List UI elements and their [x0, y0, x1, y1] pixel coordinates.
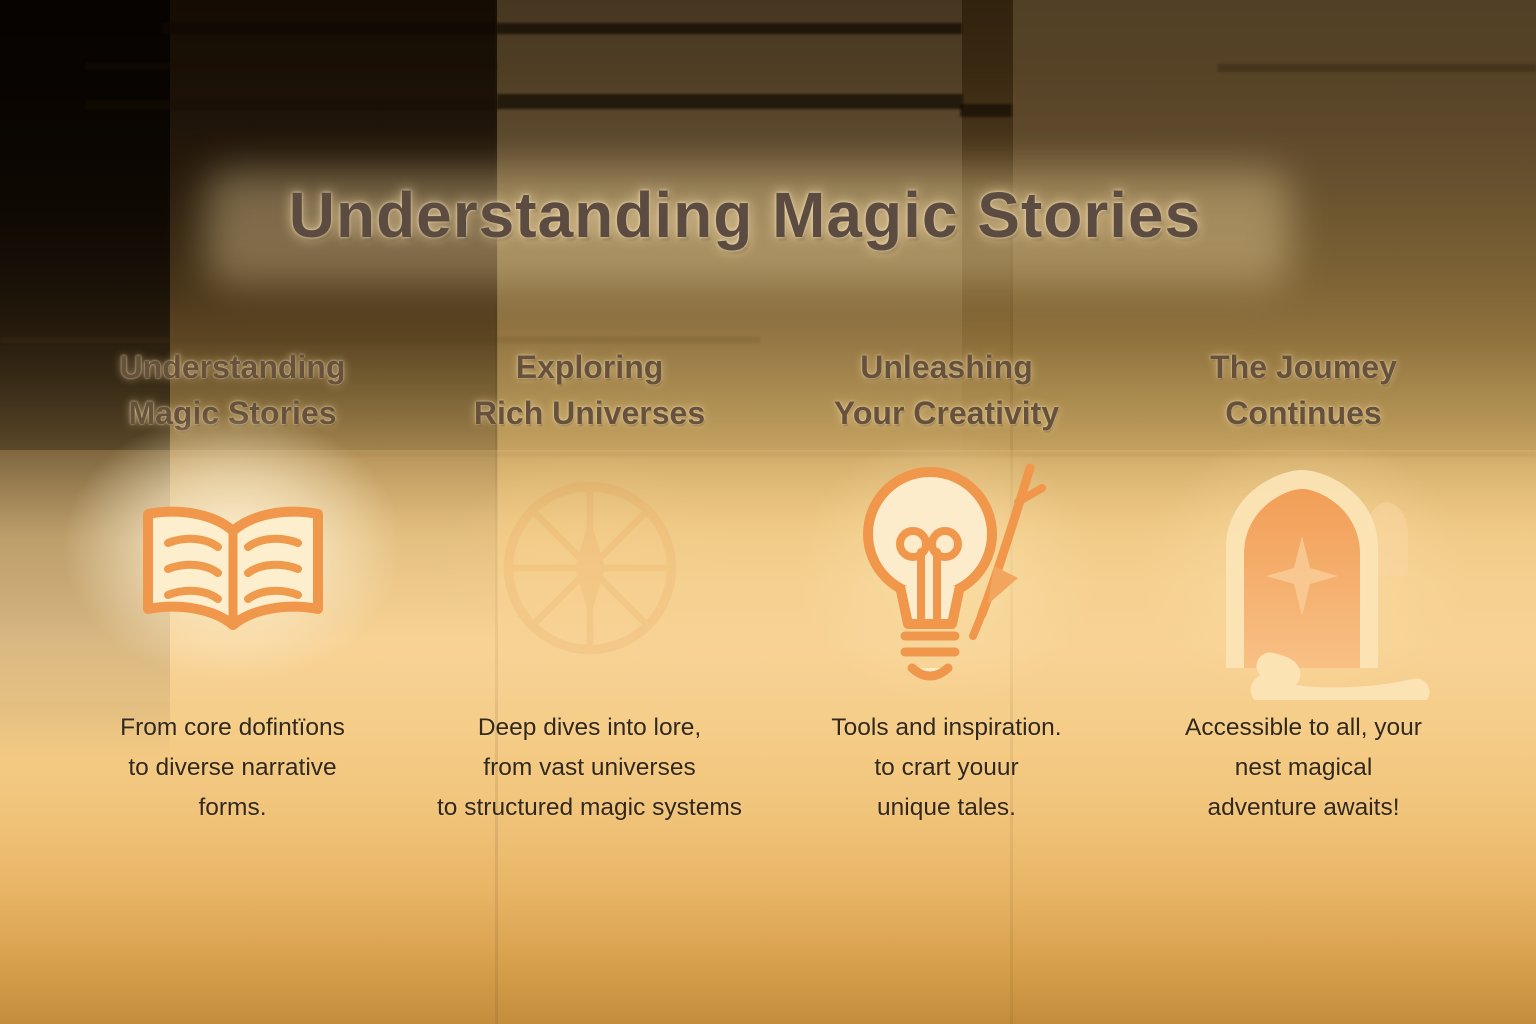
column-description: Tools and inspiration. to crart youur un… — [831, 714, 1062, 821]
open-book-icon — [142, 506, 323, 630]
background-middle-band — [497, 0, 962, 470]
columns-grid: Understanding Magic Stories From core do… — [60, 344, 1476, 828]
glitch-stripe — [0, 337, 760, 343]
column-exploring-rich-universes: Exploring Rich Universes Deep dives into… — [417, 344, 762, 828]
column-description: Accessible to all, your nest magical adv… — [1185, 714, 1422, 821]
column-header: Understanding Magic Stories — [119, 349, 346, 431]
lightbulb-quill-icon — [862, 463, 1046, 680]
page-title: Understanding Magic Stories — [288, 179, 1202, 251]
background-right-band — [1013, 0, 1536, 430]
glitch-stripe — [85, 62, 497, 70]
column-header: Unleashing Your Creativity — [833, 349, 1060, 431]
glitch-stripe — [0, 452, 1536, 457]
glitch-vertical-seam — [495, 0, 498, 1024]
glitch-stripe — [162, 23, 962, 34]
glitch-stripe — [85, 100, 497, 110]
column-understanding-magic-stories: Understanding Magic Stories From core do… — [60, 344, 405, 828]
glitch-stripe — [497, 94, 963, 109]
column-description: From core dofintïons to diverse narrativ… — [120, 714, 345, 821]
title-glow — [205, 170, 1290, 285]
glitch-stripe — [1218, 64, 1536, 72]
column-header: Exploring Rich Universes — [473, 349, 706, 431]
glitch-stripe — [960, 104, 1012, 117]
column-header: The Joumey Continues — [1210, 349, 1397, 431]
column-unleashing-your-creativity: Unleashing Your Creativity — [774, 344, 1119, 828]
archway-path-icon — [1225, 470, 1429, 700]
faint-compass-icon — [503, 481, 676, 655]
column-description: Deep dives into lore, from vast universe… — [437, 714, 742, 821]
column-the-journey-continues: The Joumey Continues — [1131, 344, 1476, 828]
